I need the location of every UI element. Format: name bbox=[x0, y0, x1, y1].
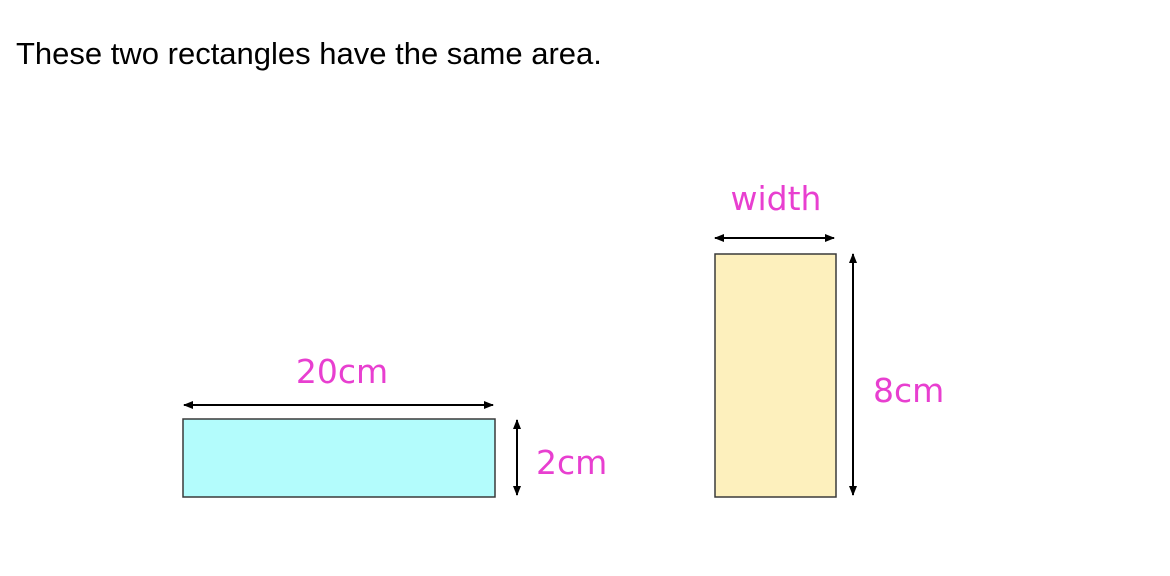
rectangle-b bbox=[714, 253, 837, 498]
rectangle-b-height-label: 8cm bbox=[873, 371, 944, 410]
rectangle-a-height-label: 2cm bbox=[536, 443, 607, 482]
rectangle-a-length-label: 20cm bbox=[296, 352, 388, 391]
rectangle-b-width-label: width bbox=[731, 179, 822, 218]
rectangle-a bbox=[182, 418, 496, 498]
question-text: These two rectangles have the same area. bbox=[16, 36, 602, 71]
